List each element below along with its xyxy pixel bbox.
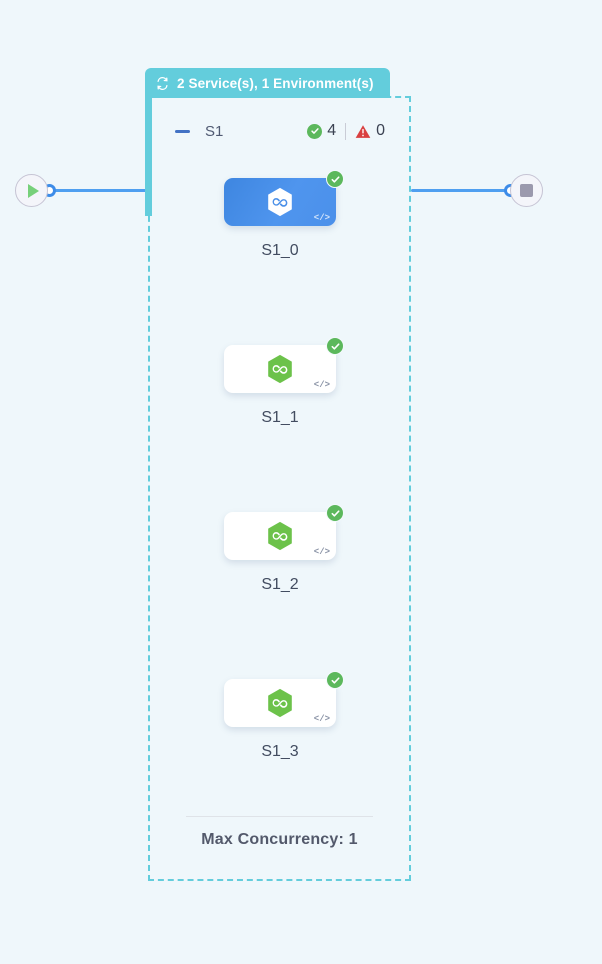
start-node[interactable] bbox=[15, 174, 48, 207]
node-label: S1_3 bbox=[261, 743, 299, 760]
check-circle-icon bbox=[326, 504, 344, 522]
stop-square-icon bbox=[520, 184, 533, 197]
status-badge-success[interactable]: 4 bbox=[307, 122, 336, 140]
code-icon[interactable]: </> bbox=[313, 547, 330, 557]
edge-group-to-end bbox=[411, 189, 514, 192]
edge-start-to-group bbox=[48, 189, 148, 192]
group-name-label: S1 bbox=[205, 122, 224, 140]
hexagon-infinity-icon bbox=[265, 187, 295, 217]
node-label: S1_2 bbox=[261, 576, 299, 593]
service-node[interactable]: </> S1_2 bbox=[224, 504, 344, 594]
code-icon[interactable]: </> bbox=[313, 380, 330, 390]
node-card[interactable]: </> bbox=[224, 671, 344, 727]
node-card[interactable]: </> bbox=[224, 504, 344, 560]
refresh-loop-icon bbox=[155, 76, 170, 91]
max-concurrency-label: Max Concurrency: 1 bbox=[201, 831, 358, 848]
service-node[interactable]: </> S1_0 bbox=[224, 170, 344, 260]
footer-divider bbox=[186, 816, 373, 817]
hexagon-infinity-icon bbox=[265, 688, 295, 718]
code-icon[interactable]: </> bbox=[313, 213, 330, 223]
node-label: S1_1 bbox=[261, 409, 299, 426]
hexagon-infinity-icon bbox=[265, 521, 295, 551]
check-circle-icon bbox=[326, 170, 344, 188]
end-node[interactable] bbox=[510, 174, 543, 207]
error-count: 0 bbox=[376, 122, 385, 139]
group-header-tab[interactable]: 2 Service(s), 1 Environment(s) bbox=[145, 68, 390, 98]
group-title-row: S1 4 0 bbox=[175, 118, 385, 144]
check-circle-icon bbox=[326, 337, 344, 355]
service-node[interactable]: </> S1_1 bbox=[224, 337, 344, 427]
status-badge-error[interactable]: 0 bbox=[355, 122, 385, 140]
service-node[interactable]: </> S1_3 bbox=[224, 671, 344, 761]
play-icon bbox=[28, 183, 39, 198]
minus-icon[interactable] bbox=[175, 129, 190, 133]
hexagon-infinity-icon bbox=[265, 354, 295, 384]
warning-triangle-icon bbox=[355, 124, 371, 139]
code-icon[interactable]: </> bbox=[313, 714, 330, 724]
success-count: 4 bbox=[327, 122, 337, 139]
check-circle-icon bbox=[307, 123, 323, 139]
status-divider bbox=[345, 122, 347, 140]
node-card[interactable]: </> bbox=[224, 170, 344, 226]
status-cluster: 4 0 bbox=[307, 122, 385, 140]
node-label: S1_0 bbox=[261, 242, 299, 259]
node-card[interactable]: </> bbox=[224, 337, 344, 393]
group-left-accent-bar bbox=[145, 96, 152, 216]
group-header-label: 2 Service(s), 1 Environment(s) bbox=[177, 75, 374, 91]
check-circle-icon bbox=[326, 671, 344, 689]
